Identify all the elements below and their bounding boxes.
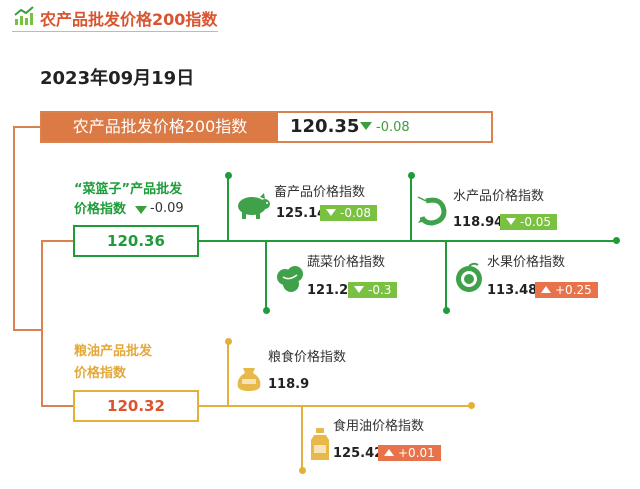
- oil-change: +0.01: [398, 446, 435, 460]
- up-arrow-icon: [541, 286, 551, 293]
- connector-end-dot: [468, 402, 475, 409]
- main-index-value: 120.35: [290, 116, 360, 137]
- gold-connector: [301, 405, 303, 470]
- aquatic-label: 水产品价格指数: [453, 189, 545, 204]
- connector-end-dot: [263, 307, 270, 314]
- oil-bottle-icon: [311, 428, 329, 460]
- connector-end-dot: [225, 172, 232, 179]
- fruit-label: 水果价格指数: [487, 255, 566, 270]
- pig-icon: [238, 193, 270, 219]
- green-connector: [227, 176, 229, 240]
- vegetable-change: -0.3: [368, 283, 392, 297]
- gold-connector: [227, 342, 229, 405]
- main-index-label: 农产品批发价格200指数: [42, 113, 278, 141]
- grain-label: 粮食价格指数: [268, 350, 347, 365]
- green-connector: [410, 176, 412, 240]
- down-arrow-icon: [326, 209, 336, 216]
- down-arrow-icon: [354, 286, 364, 293]
- green-connector: [445, 240, 447, 310]
- vegetable-label: 蔬菜价格指数: [307, 255, 386, 270]
- fruit-value: 113.48: [487, 283, 538, 298]
- fruit-icon: [456, 262, 482, 292]
- main-index-change: -0.08: [376, 120, 410, 135]
- grain-value: 118.9: [268, 377, 310, 392]
- aquatic-value: 118.94: [453, 215, 504, 230]
- tree-connector: [13, 329, 42, 331]
- connector-end-dot: [613, 237, 620, 244]
- green-connector: [199, 240, 616, 242]
- tree-connector: [41, 240, 73, 242]
- livestock-change-chip: -0.08: [320, 205, 378, 221]
- down-arrow-icon: [506, 218, 516, 225]
- aquatic-change: -0.05: [520, 215, 552, 229]
- green-connector: [265, 240, 267, 310]
- grain-oil-title-line2: 价格指数: [74, 366, 127, 381]
- shrimp-icon: [417, 196, 447, 226]
- header-underline: [12, 31, 218, 32]
- vegetable-icon: [277, 266, 303, 292]
- vegetable-value: 121.2: [307, 283, 349, 298]
- connector-end-dot: [225, 338, 232, 345]
- connector-end-dot: [408, 172, 415, 179]
- chart-trend-icon: [14, 6, 34, 25]
- up-arrow-icon: [384, 449, 394, 456]
- tree-connector: [41, 240, 43, 406]
- page-title: 农产品批发价格200指数: [40, 10, 218, 29]
- oil-change-chip: +0.01: [378, 445, 441, 461]
- vegetable-change-chip: -0.3: [348, 282, 398, 298]
- tree-connector: [13, 126, 42, 128]
- date-label: 2023年09月19日: [40, 68, 195, 89]
- tree-connector: [41, 405, 73, 407]
- grain-oil-title: 粮油产品批发: [74, 344, 153, 359]
- livestock-value: 125.14: [276, 206, 327, 221]
- tree-connector: [13, 126, 15, 331]
- down-arrow-icon: [135, 206, 147, 214]
- oil-label: 食用油价格指数: [333, 419, 425, 434]
- aquatic-change-chip: -0.05: [500, 214, 558, 230]
- livestock-label: 畜产品价格指数: [274, 185, 366, 200]
- down-arrow-icon: [360, 122, 372, 130]
- grain-sack-icon: [237, 368, 261, 391]
- basket-title-line2: 价格指数: [74, 202, 127, 217]
- connector-end-dot: [443, 307, 450, 314]
- grain-oil-value-box: 120.32: [73, 390, 199, 422]
- basket-value-box: 120.36: [73, 225, 199, 257]
- livestock-change: -0.08: [340, 206, 372, 220]
- oil-value: 125.42: [333, 446, 384, 461]
- gold-connector: [199, 405, 471, 407]
- fruit-change-chip: +0.25: [535, 282, 598, 298]
- fruit-change: +0.25: [555, 283, 592, 297]
- connector-end-dot: [299, 467, 306, 474]
- basket-change: -0.09: [150, 201, 184, 216]
- basket-title: “菜篮子”产品批发: [74, 182, 183, 197]
